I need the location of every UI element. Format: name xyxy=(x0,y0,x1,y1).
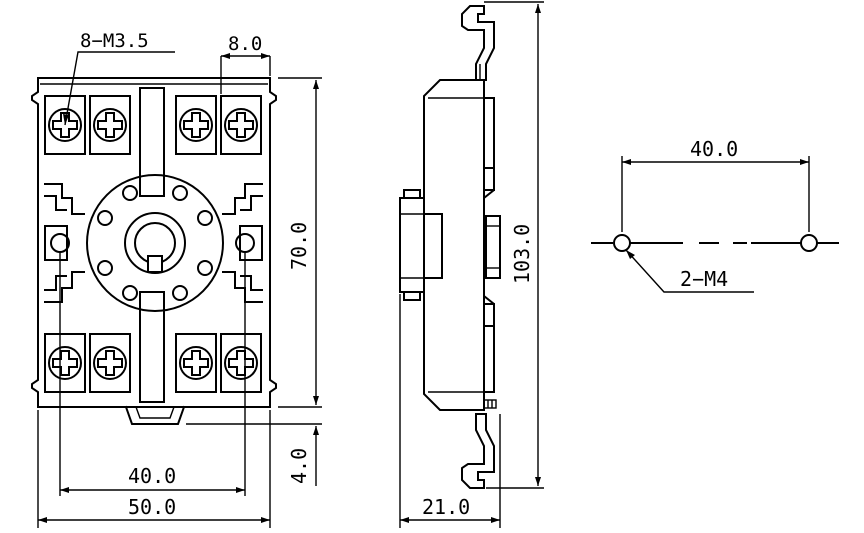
screw-icon xyxy=(93,108,127,142)
height-label: 70.0 xyxy=(287,222,311,270)
socket-body-outline xyxy=(31,77,277,408)
hole-left xyxy=(613,234,631,252)
screw-icon xyxy=(224,108,258,142)
screw-icon xyxy=(48,108,82,142)
hole-spacing-label: 40.0 xyxy=(690,137,738,161)
din-clip-bottom xyxy=(461,413,495,489)
hole-right xyxy=(800,234,818,252)
mounting-hole xyxy=(235,233,255,253)
screw-icon xyxy=(93,346,127,380)
depth-label: 21.0 xyxy=(422,495,470,519)
pitch-label: 8.0 xyxy=(228,33,262,55)
tab-height-label: 4.0 xyxy=(287,448,311,484)
bottom-tab xyxy=(124,405,186,425)
hole-spec-label: 2−M4 xyxy=(680,267,728,291)
screw-icon xyxy=(224,346,258,380)
screw-spec-label: 8−M3.5 xyxy=(80,30,149,52)
mount-pitch-label: 40.0 xyxy=(128,464,176,488)
top-terminals xyxy=(44,95,262,155)
screw-icon xyxy=(179,346,213,380)
octal-socket xyxy=(86,174,224,312)
bottom-terminals xyxy=(44,333,262,393)
side-view: 103.0 21.0 xyxy=(399,1,544,528)
screw-icon xyxy=(179,108,213,142)
hole-pattern-view: 40.0 2−M4 xyxy=(591,137,839,293)
front-view: 8−M3.5 8.0 70.0 4.0 40.0 50.0 xyxy=(31,30,322,528)
screw-icon xyxy=(48,346,82,380)
terminal-screws xyxy=(48,108,258,380)
din-clip-top xyxy=(461,5,495,81)
overall-height-label: 103.0 xyxy=(510,224,534,284)
width-label: 50.0 xyxy=(128,495,176,519)
